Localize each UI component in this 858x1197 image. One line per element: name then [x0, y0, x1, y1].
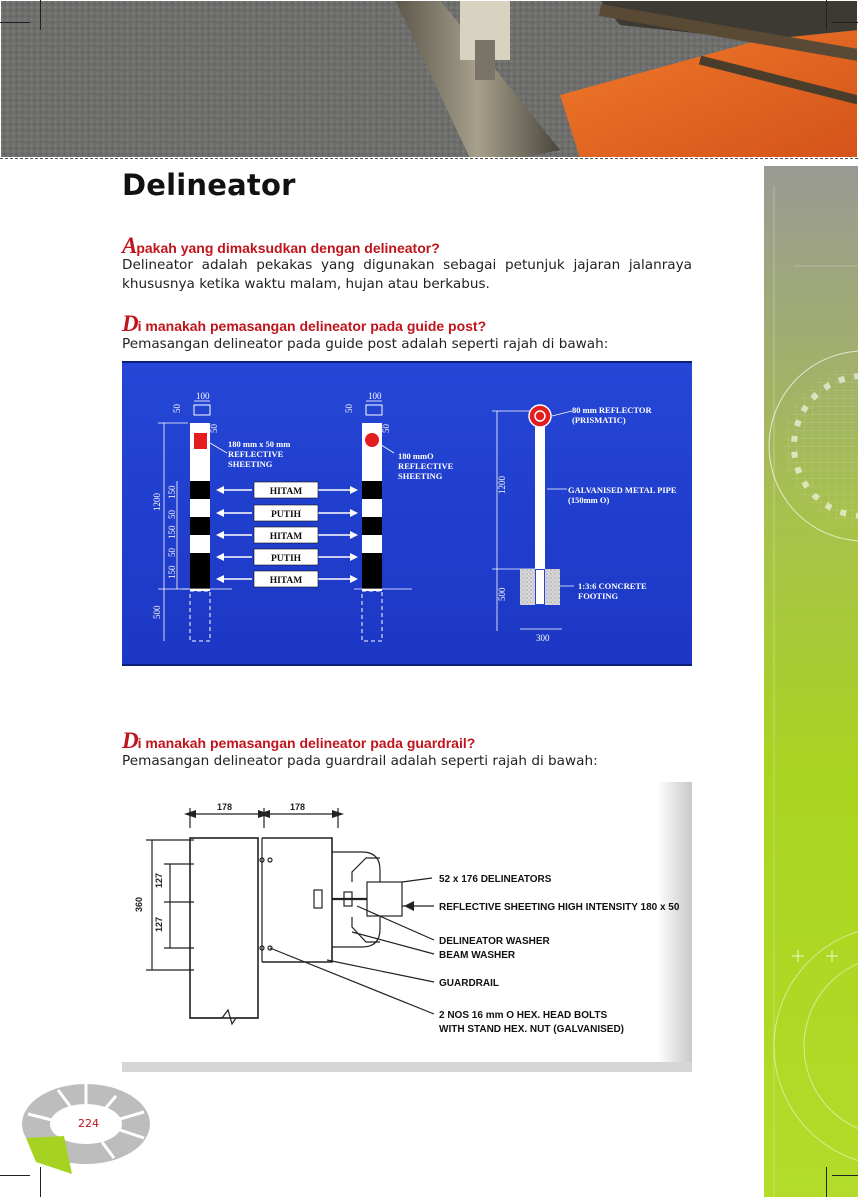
- svg-text:500: 500: [497, 587, 507, 601]
- question-heading: Apakah yang dimaksudkan dengan delineato…: [122, 233, 440, 259]
- pipe-guide-post: [520, 404, 560, 605]
- page-title: Delineator: [122, 168, 296, 202]
- crop-mark: [826, 0, 827, 30]
- guardrail-callouts: 52 x 176 DELINEATORS REFLECTIVE SHEETING…: [439, 874, 680, 1035]
- guide-post-diagram: 100 100 50 50 50 50 1200 500 150 50 150 …: [122, 361, 692, 666]
- crop-mark: [0, 1175, 30, 1176]
- svg-text:150: 150: [167, 525, 177, 539]
- svg-text:100: 100: [368, 391, 382, 401]
- pipe-label: GALVANISED METAL PIPE (150mm O): [568, 485, 677, 505]
- guardrail-diagram: 178 178 360 127 127 52 x 176 DELINEATORS…: [122, 782, 692, 1072]
- callout-label: 52 x 176 DELINEATORS: [439, 874, 552, 885]
- crop-mark: [826, 1167, 827, 1197]
- crop-mark: [0, 22, 30, 23]
- footing-label: 1:3:6 CONCRETE FOOTING: [578, 581, 647, 601]
- svg-text:360: 360: [134, 897, 144, 912]
- svg-text:50: 50: [344, 404, 354, 414]
- stripe-label: PUTIH: [271, 510, 302, 520]
- svg-text:150: 150: [167, 485, 177, 499]
- guardrail-drawing: [146, 808, 435, 1026]
- stripe-label: HITAM: [270, 532, 303, 542]
- svg-text:178: 178: [217, 802, 232, 812]
- svg-text:1200: 1200: [152, 493, 162, 512]
- question-text: pakah yang dimaksudkan dengan delineator…: [136, 240, 440, 256]
- svg-text:50: 50: [167, 510, 177, 520]
- callout-label: BEAM WASHER: [439, 950, 516, 961]
- question-drop-cap: D: [122, 728, 139, 753]
- svg-text:50: 50: [209, 424, 219, 434]
- svg-text:50: 50: [172, 404, 182, 414]
- question-text: i manakah pemasangan delineator pada gua…: [137, 735, 476, 751]
- page-number: 224: [78, 1117, 99, 1130]
- stripe-label: HITAM: [270, 487, 303, 497]
- answer-paragraph: Pemasangan delineator pada guide post ad…: [122, 336, 609, 352]
- answer-paragraph: Delineator adalah pekakas yang digunakan…: [122, 257, 692, 292]
- crop-mark: [40, 1167, 41, 1197]
- stripe-labels: HITAM PUTIH HITAM PUTIH HITAM: [216, 481, 358, 588]
- question-text: i manakah pemasangan delineator pada gui…: [137, 318, 487, 334]
- right-guide-post: [361, 404, 383, 642]
- stripe-label: HITAM: [270, 576, 303, 586]
- guide-post-dimension-labels: 100 100 50 50 50 50 1200 500 150 50 150 …: [152, 391, 550, 643]
- svg-text:300: 300: [536, 633, 550, 643]
- question-heading: Di manakah pemasangan delineator pada gu…: [122, 311, 486, 337]
- crop-mark: [832, 1175, 858, 1176]
- crop-mark: [40, 0, 41, 30]
- svg-text:500: 500: [152, 605, 162, 619]
- svg-text:178: 178: [290, 802, 305, 812]
- question-drop-cap: A: [122, 233, 137, 258]
- page-number-badge: [20, 1082, 155, 1177]
- svg-text:150: 150: [167, 565, 177, 579]
- svg-text:100: 100: [196, 391, 210, 401]
- question-drop-cap: D: [122, 311, 139, 336]
- round-sheeting-label: 180 mmO REFLECTIVE SHEETING: [398, 451, 454, 481]
- question-heading: Di manakah pemasangan delineator pada gu…: [122, 728, 475, 754]
- side-decoration-band: [764, 166, 858, 1197]
- stripe-label: PUTIH: [271, 554, 302, 564]
- rect-sheeting-label: 180 mm x 50 mm REFLECTIVE SHEETING: [228, 439, 291, 469]
- svg-text:127: 127: [154, 917, 164, 932]
- callout-label: 2 NOS 16 mm O HEX. HEAD BOLTS: [439, 1010, 608, 1021]
- svg-text:1200: 1200: [497, 476, 507, 495]
- callout-label: WITH STAND HEX. NUT (GALVANISED): [439, 1024, 624, 1035]
- svg-text:50: 50: [167, 548, 177, 558]
- callout-label: REFLECTIVE SHEETING HIGH INTENSITY 180 x…: [439, 902, 680, 913]
- callout-label: GUARDRAIL: [439, 978, 499, 989]
- header-photo: [0, 0, 858, 158]
- callout-label: DELINEATOR WASHER: [439, 936, 551, 947]
- crop-mark: [832, 22, 858, 23]
- svg-text:50: 50: [381, 424, 391, 434]
- header-divider: [0, 158, 858, 159]
- guardrail-dimension-labels: 178 178 360 127 127: [134, 802, 305, 932]
- answer-paragraph: Pemasangan delineator pada guardrail ada…: [122, 753, 598, 769]
- left-guide-post: [189, 404, 211, 642]
- svg-text:127: 127: [154, 873, 164, 888]
- reflector-label: 80 mm REFLECTOR (PRISMATIC): [572, 405, 652, 425]
